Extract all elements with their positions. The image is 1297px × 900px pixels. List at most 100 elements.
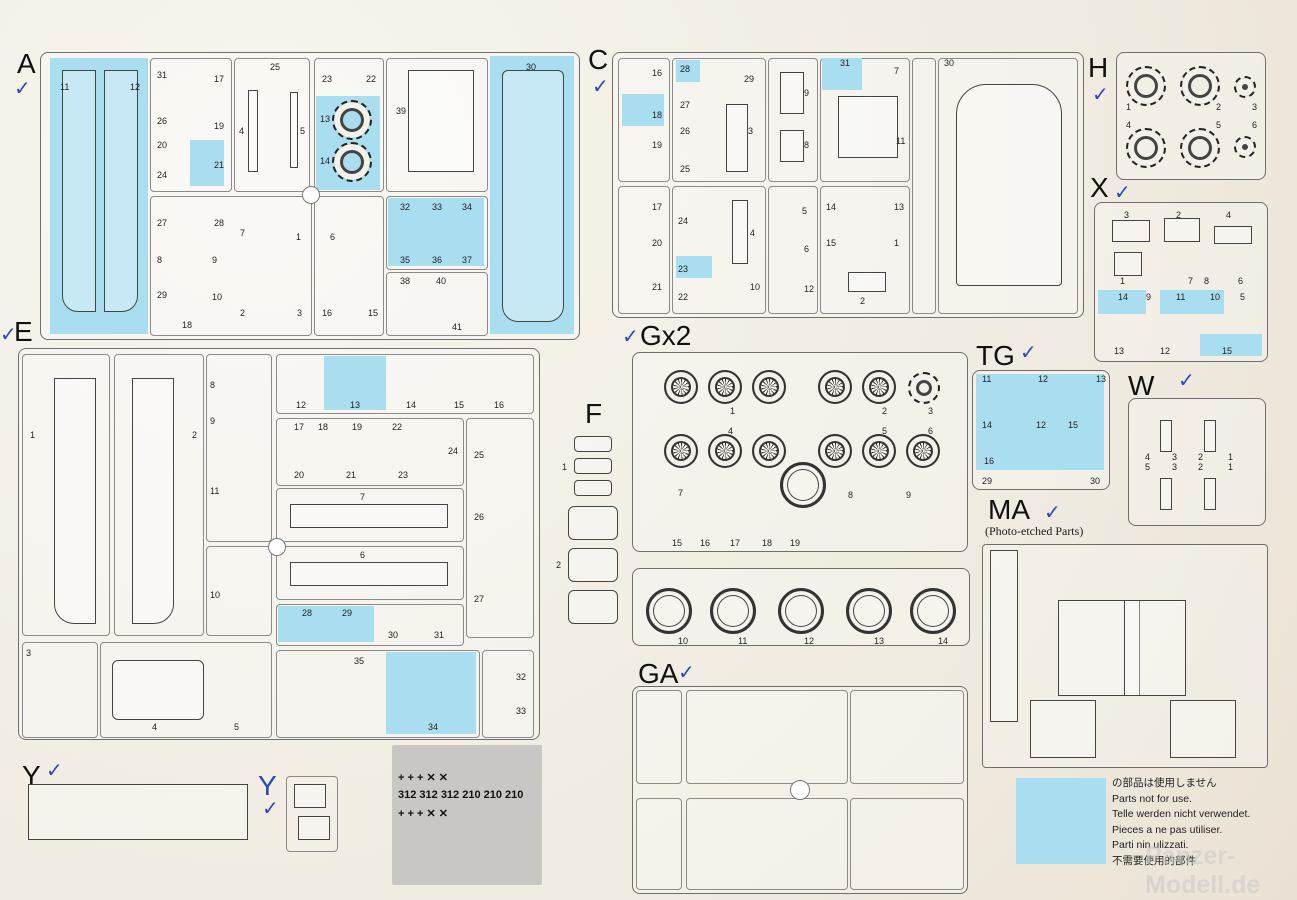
part-number-x: 13 [1114,346,1125,356]
sprue-ga [632,686,968,894]
sprue-a-part-11 [62,70,96,312]
sprue-c-unused-18 [622,94,664,126]
part-number-a: 17 [214,74,225,84]
part-number-x: 12 [1160,346,1171,356]
sprue-letter-c: C [588,44,609,75]
part-number-a: 1 [296,232,302,242]
part-number-a: 21 [214,160,225,170]
part-number-g: 10 [678,636,689,646]
part-number-h: 3 [1252,102,1258,112]
part-number-a: 20 [157,140,168,150]
sprue-x-part-3 [1112,220,1150,242]
part-number-w: 1 [1228,462,1234,472]
sprue-x-unused-11-10 [1160,290,1224,314]
part-number-e: 24 [448,446,459,456]
sprue-e-part-1 [54,378,96,624]
part-number-c: 27 [680,100,691,110]
part-number-c: 9 [804,88,810,98]
sprue-x-part-2 [1164,218,1200,242]
part-number-c: 15 [826,238,837,248]
part-number-c: 6 [804,244,810,254]
part-number-g: 9 [906,490,912,500]
part-number-e: 35 [354,656,365,666]
part-number-x: 14 [1118,292,1129,302]
legend-line-zh: 不需要使用的部件 [1112,854,1196,867]
sprue-e-cell [276,488,464,542]
part-number-a: 26 [157,116,168,126]
part-number-a: 15 [368,308,379,318]
part-number-tg: 15 [1068,420,1079,430]
part-number-g: 3 [928,406,934,416]
sprue-e-cell [206,546,272,636]
sprue-e-cell [276,354,534,414]
part-number-e: 11 [210,486,220,496]
sprue-letter-e: E [14,316,33,347]
part-number-a: 31 [157,70,168,80]
sprue-g-tire-10 [646,588,692,634]
check-mark-h: ✓ [1092,84,1109,106]
part-number-e: 20 [294,470,305,480]
sprue-e-part-2 [132,378,174,624]
sprue-g-tire-11 [710,588,756,634]
part-number-c: 11 [896,136,906,146]
part-number-e: 30 [388,630,399,640]
sprue-h-sprocket-5 [1180,128,1220,168]
sprue-a-cell [234,58,310,192]
sprue-c-unused-28 [676,60,700,82]
sprue-a-gate [302,186,320,204]
part-number-e: 33 [516,706,527,716]
part-number-e: 2 [192,430,198,440]
sprue-ma-part-7 [1124,600,1186,696]
sprue-a-sprocket-13 [332,100,372,140]
sprue-g-road-wheel-4a [664,434,698,468]
sprue-f-part-2a [568,506,618,540]
part-number-g: 11 [738,636,748,646]
part-number-e: 26 [474,512,485,522]
part-number-e: 31 [434,630,445,640]
sprue-f-part-2c [568,590,618,624]
sprue-c-cell [672,186,766,314]
sprue-ga-cell [686,798,848,890]
sprue-c-cell [618,186,670,314]
part-number-a: 37 [462,255,473,265]
sprue-ga-cell [636,690,682,784]
part-number-w: 3 [1172,462,1178,472]
part-number-g: 19 [790,538,801,548]
sprue-x-part-4 [1214,226,1252,244]
sprue-letter-h: H [1088,52,1109,83]
part-number-e: 8 [210,380,216,390]
sprue-e-part-7 [290,504,448,528]
part-number-e: 34 [428,722,439,732]
sprue-y-part-1 [298,816,330,840]
part-number-e: 9 [210,416,216,426]
sprue-c-cell [912,58,936,314]
sprue-g-tire-12 [778,588,824,634]
legend-line-ja: の部品は使用しません [1112,777,1217,789]
part-number-e: 15 [454,400,465,410]
part-number-a: 30 [526,62,537,72]
sprue-e-unused-13 [324,356,386,410]
part-number-a: 25 [270,62,281,72]
sprue-letter-ga: GA [638,658,679,689]
part-number-w: 3 [1172,452,1178,462]
part-number-g: 15 [672,538,683,548]
part-number-c: 29 [744,74,755,84]
part-number-f: 2 [556,560,562,570]
check-mark-tg: ✓ [1020,342,1037,364]
part-number-e: 32 [516,672,527,682]
sprue-ga-cell [636,798,682,890]
part-number-c: 14 [826,202,837,212]
sprue-x-unused-15 [1200,334,1262,356]
part-number-tg: 12 [1036,420,1047,430]
part-number-tg: 14 [982,420,993,430]
part-number-c: 16 [652,68,663,78]
part-number-a: 18 [182,320,193,330]
part-number-g: 18 [762,538,773,548]
sprue-e-cell [276,546,464,600]
sprue-c-part-3 [726,104,748,172]
sprue-e-cell [482,650,534,738]
part-number-e: 25 [474,450,485,460]
sprue-letter-y2: Y [258,770,277,801]
sprue-c-unused-31 [822,58,862,90]
part-number-g: 12 [804,636,815,646]
